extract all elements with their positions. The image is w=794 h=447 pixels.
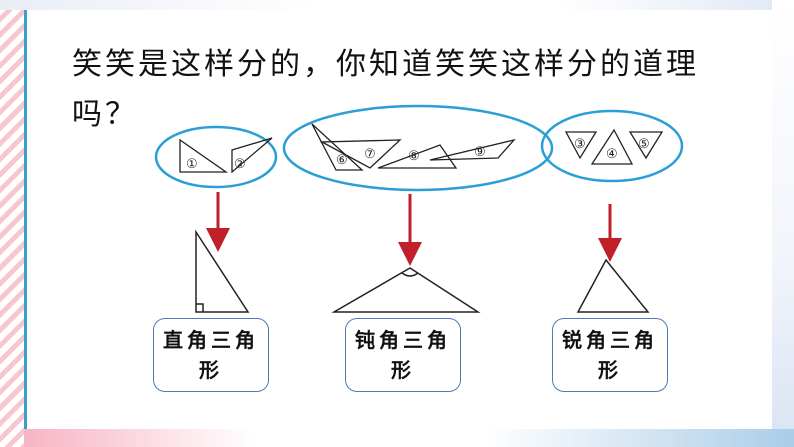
triangle-number-9: ⑨ (474, 145, 486, 160)
triangle-6 (311, 123, 364, 171)
label-right-triangle: 直角三角 形 (153, 318, 269, 392)
label-obtuse-line1: 钝角三角 (355, 328, 451, 352)
triangle-3 (564, 131, 598, 160)
triangle-5 (628, 131, 664, 160)
triangle-number-5: ⑤ (638, 137, 650, 152)
label-right-line2: 形 (199, 358, 223, 382)
triangle-number-4: ④ (606, 147, 618, 162)
triangle-8 (377, 144, 458, 169)
triangle-number-8: ⑧ (408, 149, 420, 164)
left-accent-line (24, 10, 27, 430)
triangle-1 (179, 138, 229, 173)
question-heading: 笑笑是这样分的，你知道笑笑这样分的道理吗？ (72, 47, 699, 132)
group-ellipse-obtuse (282, 104, 554, 192)
triangle-number-2: ② (234, 157, 246, 172)
small-triangles-obtuse (311, 123, 516, 171)
triangle-number-7: ⑦ (364, 147, 376, 162)
bottom-band (24, 429, 794, 447)
small-triangles-right (179, 137, 273, 174)
right-edge-band (772, 0, 794, 447)
triangle-number-6: ⑥ (336, 153, 348, 168)
large-right-triangle (195, 229, 250, 313)
triangle-7 (319, 139, 402, 169)
small-triangles-acute (564, 128, 664, 165)
triangle-number-1: ① (186, 157, 198, 172)
label-acute-line2: 形 (598, 358, 622, 382)
large-acute-triangle (576, 258, 650, 313)
decorative-stripe-left (0, 0, 24, 447)
label-obtuse-line2: 形 (391, 358, 415, 382)
label-acute-triangle: 锐角三角 形 (552, 318, 668, 392)
group-ellipse-acute (540, 109, 684, 183)
triangle-number-3: ③ (574, 137, 586, 152)
top-band (0, 0, 794, 10)
triangle-4 (590, 128, 634, 165)
label-obtuse-triangle: 钝角三角 形 (345, 318, 461, 392)
group-ellipse-right (154, 125, 278, 189)
triangle-9 (429, 138, 516, 161)
label-right-line1: 直角三角 (163, 328, 259, 352)
triangle-2 (231, 137, 273, 174)
label-acute-line1: 锐角三角 (562, 328, 658, 352)
large-obtuse-triangle (331, 267, 481, 313)
